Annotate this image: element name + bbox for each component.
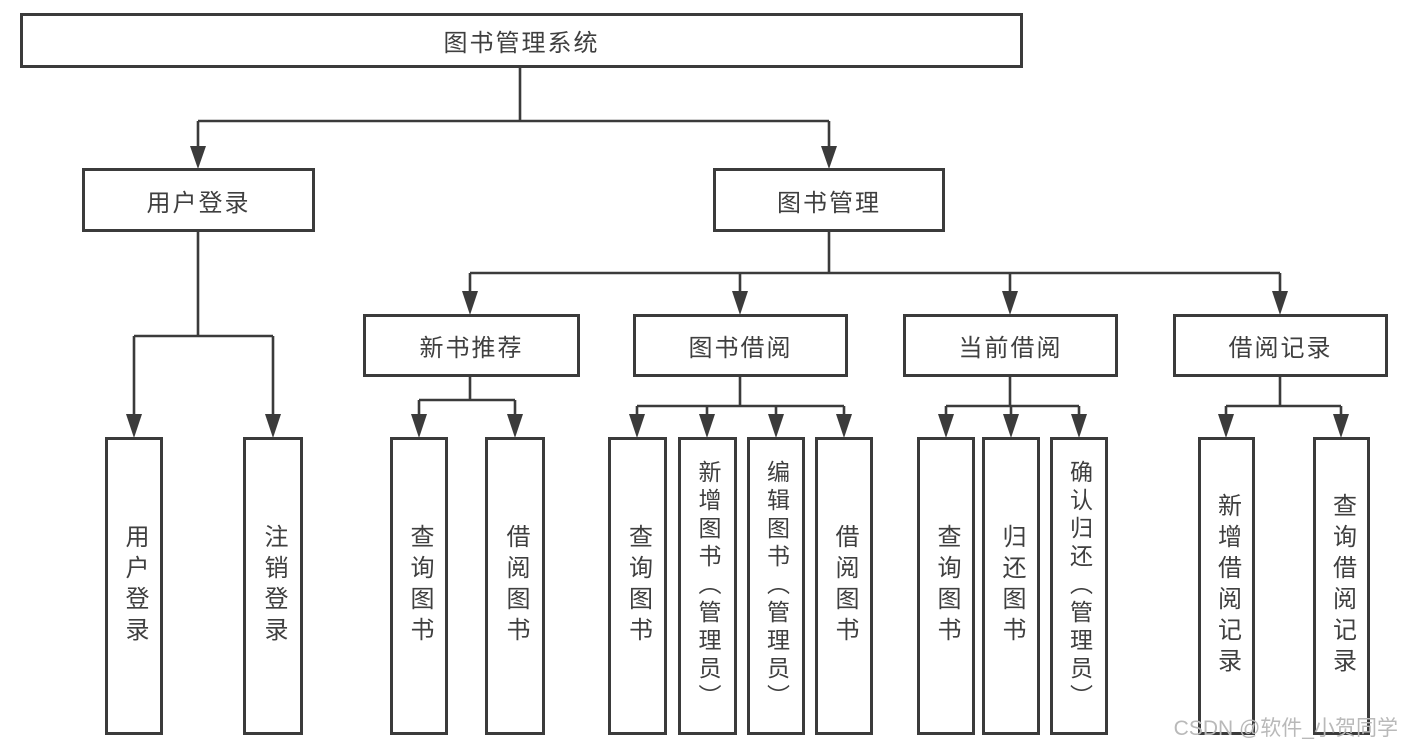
node-leaf-cb-return-books-label: 归还图书 — [998, 524, 1025, 648]
node-leaf-br-query-record-label: 查询借阅记录 — [1328, 493, 1356, 679]
node-book-borrow: 图书借阅 — [633, 314, 848, 377]
node-book-management-label: 图书管理 — [777, 189, 881, 217]
node-leaf-user-login-label: 用户登录 — [121, 524, 148, 648]
node-root-label: 图书管理系统 — [443, 30, 600, 57]
node-leaf-bb-edit-books-admin-label: 编辑图书（管理员） — [763, 460, 790, 712]
node-current-borrow-label: 当前借阅 — [958, 335, 1063, 362]
node-leaf-cb-confirm-return-admin: 确认归还（管理员） — [1050, 437, 1108, 735]
node-borrow-record: 借阅记录 — [1173, 314, 1388, 377]
node-root-system: 图书管理系统 — [20, 13, 1023, 68]
node-leaf-bb-edit-books-admin: 编辑图书（管理员） — [747, 437, 805, 735]
node-leaf-cb-query-books: 查询图书 — [917, 437, 975, 735]
node-leaf-bb-borrow-books-label: 借阅图书 — [831, 524, 858, 648]
node-leaf-nbr-query-books-label: 查询图书 — [406, 524, 433, 648]
node-leaf-bb-borrow-books: 借阅图书 — [815, 437, 873, 735]
node-leaf-logout: 注销登录 — [243, 437, 303, 735]
node-user-login-branch-label: 用户登录 — [146, 189, 251, 217]
node-leaf-bb-query-books-label: 查询图书 — [624, 524, 652, 648]
csdn-watermark: CSDN @软件_小贺同学 — [1173, 717, 1398, 740]
node-leaf-br-add-record-label: 新增借阅记录 — [1213, 493, 1241, 679]
node-book-borrow-label: 图书借阅 — [688, 335, 793, 362]
node-new-book-recommend: 新书推荐 — [363, 314, 580, 377]
node-leaf-br-query-record: 查询借阅记录 — [1313, 437, 1370, 735]
node-leaf-nbr-query-books: 查询图书 — [390, 437, 448, 735]
node-leaf-bb-query-books: 查询图书 — [608, 437, 667, 735]
node-leaf-cb-confirm-return-admin-label: 确认归还（管理员） — [1066, 460, 1093, 712]
node-current-borrow: 当前借阅 — [903, 314, 1118, 377]
node-leaf-nbr-borrow-books-label: 借阅图书 — [502, 524, 529, 648]
node-book-management: 图书管理 — [713, 168, 945, 232]
node-leaf-cb-return-books: 归还图书 — [982, 437, 1040, 735]
node-leaf-bb-add-books-admin-label: 新增图书（管理员） — [695, 460, 721, 712]
node-leaf-br-add-record: 新增借阅记录 — [1198, 437, 1255, 735]
node-new-book-recommend-label: 新书推荐 — [419, 335, 524, 362]
node-leaf-user-login: 用户登录 — [105, 437, 163, 735]
node-user-login-branch: 用户登录 — [82, 168, 315, 232]
node-leaf-nbr-borrow-books: 借阅图书 — [485, 437, 545, 735]
node-borrow-record-label: 借阅记录 — [1228, 335, 1333, 362]
node-leaf-bb-add-books-admin: 新增图书（管理员） — [678, 437, 737, 735]
node-leaf-cb-query-books-label: 查询图书 — [933, 524, 960, 648]
node-leaf-logout-label: 注销登录 — [260, 524, 287, 648]
